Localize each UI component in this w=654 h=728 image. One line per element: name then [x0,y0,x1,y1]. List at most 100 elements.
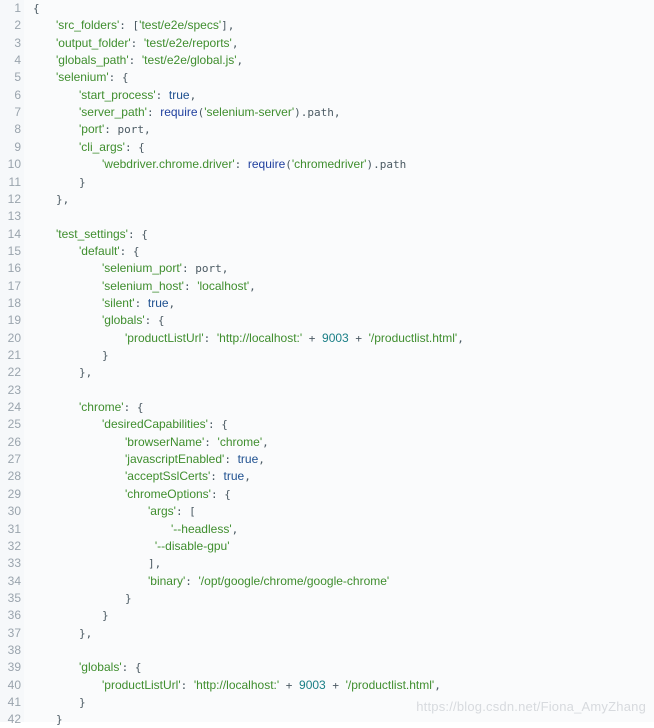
code-token-punc: , [457,331,464,345]
code-token-key: 'binary' [148,573,186,588]
code-token-punc: , [231,36,239,50]
code-token-punc: : [185,574,199,588]
code-token-str: 'localhost' [197,278,250,293]
code-token-punc: } [79,696,86,709]
line-number: 30 [7,504,21,519]
code-token-punc: : [134,296,148,310]
code-token-punc: } [102,609,109,623]
line-number: 8 [14,122,21,137]
code-token-num: 9003 [322,330,349,345]
line-number: 6 [14,87,21,102]
code-token-bool: true [223,469,245,484]
code-token-punc: : { [127,227,148,241]
code-token-str: 'http://localhost:' [216,330,303,345]
line-number: 40 [7,677,21,692]
code-token-punc: } [125,591,132,605]
code-token-fn: require [160,105,198,120]
code-token-key: 'output_folder' [56,35,131,50]
code-token-key: 'port' [79,122,105,137]
code-line: 'browserName': 'chrome', [125,434,269,451]
line-number: 33 [7,556,21,571]
line-number: 9 [14,139,21,154]
code-token-punc: : { [121,661,142,675]
code-token-str: '--headless' [171,521,232,536]
code-line: 'selenium_port': port, [102,260,228,277]
line-number: 19 [7,313,21,328]
code-token-punc: : [203,331,217,345]
line-number: 35 [7,590,21,605]
code-token-punc: : [155,88,169,102]
line-number: 37 [7,625,21,640]
code-token-punc: , [236,54,244,68]
line-number: 24 [7,400,21,415]
code-token-str: 'chromedriver' [291,157,367,172]
code-line: 'silent': true, [102,295,175,312]
code-token-key: 'args' [148,504,176,519]
code-token-punc: , [231,522,239,536]
code-line: }, [79,364,92,381]
line-number: 31 [7,521,21,536]
line-number: 21 [7,348,21,362]
code-token-punc: + [348,331,369,345]
code-line: 'output_folder': 'test/e2e/reports', [56,35,238,52]
code-token-punc: + [302,331,323,345]
code-token-punc: : { [123,401,144,415]
code-line: 'globals_path': 'test/e2e/global.js', [56,52,243,69]
code-line: 'chromeOptions': { [125,486,231,503]
code-token-key: 'silent' [102,295,135,310]
code-line: ], [148,555,161,572]
code-token-punc: , [434,678,441,692]
code-token-key: 'webdriver.chrome.driver' [102,157,235,172]
code-line: 'src_folders': ['test/e2e/specs'], [56,17,234,34]
line-number: 28 [7,469,21,484]
code-token-punc: }, [79,626,93,640]
code-token-punc: ], [221,19,235,33]
code-token-punc: ).path [366,158,407,172]
code-line: 'webdriver.chrome.driver': require('chro… [102,156,406,173]
code-line: 'chrome': { [79,399,143,416]
code-token-key: 'selenium' [56,70,109,85]
code-token-key: 'chromeOptions' [125,486,211,501]
code-line: } [56,711,63,728]
code-token-punc: : [130,36,144,50]
code-token-punc: }, [79,366,93,380]
code-token-punc: : [183,279,198,293]
code-line: 'port': port, [79,121,151,138]
code-token-punc: } [56,713,63,727]
code-token-punc: : [180,678,194,692]
code-token-key: 'desiredCapabilities' [102,417,208,432]
code-line: 'selenium_host': 'localhost', [102,278,256,295]
code-line: 'test_settings': { [56,226,148,243]
line-number: 14 [7,226,21,241]
code-line: 'cli_args': { [79,139,145,156]
code-line: 'start_process': true, [79,87,196,104]
code-token-punc: , [168,296,176,310]
code-token-punc: { [33,2,40,15]
code-line: } [102,607,109,624]
code-token-bool: true [147,295,169,310]
code-token-punc: + [325,678,346,692]
line-number: 42 [7,712,21,727]
code-token-key: 'acceptSslCerts' [125,469,211,484]
code-token-punc: ], [148,557,162,571]
code-token-key: 'selenium_port' [102,261,182,276]
code-line: 'binary': '/opt/google/chrome/google-chr… [148,573,389,590]
watermark: https://blog.csdn.net/Fiona_AmyZhang [416,699,646,714]
line-number: 34 [7,573,21,588]
code-line: }, [56,191,69,208]
code-line: 'server_path': require('selenium-server'… [79,104,341,121]
code-token-str: '/productlist.html' [368,330,458,345]
code-token-str: 'test/e2e/reports' [143,35,232,50]
code-token-punc: , [189,88,197,102]
code-token-punc: : port, [181,262,229,276]
line-number: 16 [7,261,21,276]
code-line: 'desiredCapabilities': { [102,416,228,433]
code-token-punc: : port, [104,123,151,137]
code-token-str: 'chrome' [217,434,263,449]
line-number: 15 [7,243,21,258]
line-number: 32 [7,538,21,553]
line-number: 11 [8,174,21,189]
code-line: 'productListUrl': 'http://localhost:' + … [102,677,441,694]
code-token-punc: : [128,54,142,68]
